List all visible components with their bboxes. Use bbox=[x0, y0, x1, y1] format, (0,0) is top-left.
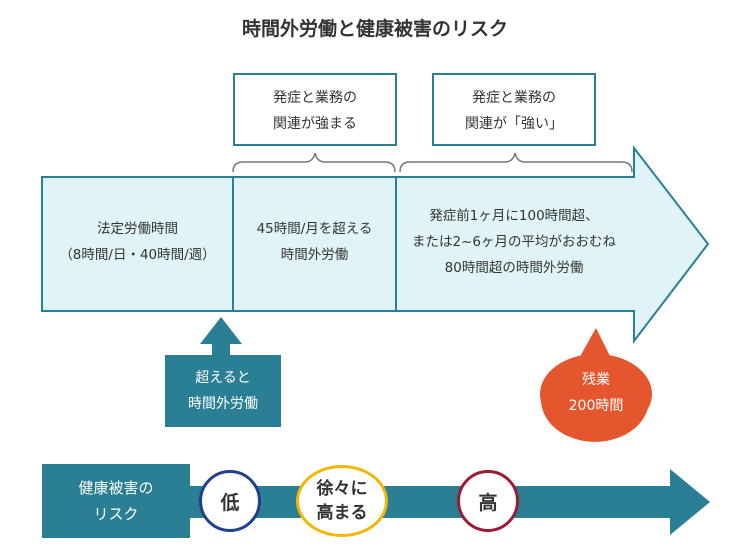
band-statutory-line2: （8時間/日・40時間/週） bbox=[59, 247, 216, 263]
risk-level-high-text: 高 bbox=[478, 491, 498, 514]
callout-strong-link-line1: 発症と業務の bbox=[273, 90, 357, 106]
brace-right bbox=[399, 152, 633, 173]
callout-strong-link-line2: 関連が強まる bbox=[273, 116, 357, 132]
risk-label-line1: 健康被害の bbox=[78, 479, 154, 497]
risk-label-line2: リスク bbox=[93, 505, 139, 523]
band-over-45-line2: 時間外労働 bbox=[280, 247, 349, 263]
risk-label-box bbox=[42, 464, 190, 538]
band-statutory-hours: 法定労働時間 （8時間/日・40時間/週） bbox=[42, 216, 233, 268]
risk-level-rising-line2: 高まる bbox=[316, 503, 368, 523]
callout-strong-link: 発症と業務の 関連が強まる bbox=[233, 73, 397, 146]
risk-arrow bbox=[190, 469, 710, 535]
risk-level-rising-line1: 徐々に bbox=[316, 479, 368, 499]
risk-label: 健康被害の リスク bbox=[42, 475, 190, 527]
band-over-100-line3: 80時間超の時間外労働 bbox=[444, 260, 584, 276]
band-over-45-line1: 45時間/月を超える bbox=[256, 221, 373, 237]
exceed-marker-line2: 時間外労働 bbox=[188, 396, 258, 412]
callout-very-strong-link-line1: 発症と業務の bbox=[472, 90, 556, 106]
exceed-marker-line1: 超えると bbox=[195, 370, 251, 386]
risk-level-low: 低 bbox=[199, 470, 261, 532]
exceed-marker-label: 超えると 時間外労働 bbox=[165, 365, 281, 417]
band-over-100: 発症前1ヶ月に100時間超、 または2~6ヶ月の平均がおおむね 80時間超の時間… bbox=[396, 203, 632, 281]
band-over-45: 45時間/月を超える 時間外労働 bbox=[233, 216, 396, 268]
exceed-up-arrow bbox=[200, 317, 242, 355]
callout-very-strong-link: 発症と業務の 関連が「強い」 bbox=[432, 73, 596, 146]
band-statutory-line1: 法定労働時間 bbox=[97, 221, 178, 237]
overtime-badge-label: 残業 200時間 bbox=[540, 367, 652, 419]
exceed-marker-box bbox=[165, 355, 281, 427]
page-title: 時間外労働と健康被害のリスク bbox=[241, 18, 508, 40]
band-over-100-line2: または2~6ヶ月の平均がおおむね bbox=[412, 234, 616, 250]
overtime-badge-line2: 200時間 bbox=[568, 398, 624, 414]
risk-level-low-text: 低 bbox=[220, 491, 240, 514]
brace-left bbox=[232, 152, 396, 173]
band-over-100-line1: 発症前1ヶ月に100時間超、 bbox=[429, 208, 599, 224]
callout-very-strong-link-line2: 関連が「強い」 bbox=[465, 116, 563, 132]
band-arrow bbox=[41, 145, 710, 344]
risk-level-high: 高 bbox=[457, 470, 519, 532]
overtime-badge-line1: 残業 bbox=[582, 372, 610, 388]
risk-level-rising: 徐々に 高まる bbox=[296, 465, 388, 537]
